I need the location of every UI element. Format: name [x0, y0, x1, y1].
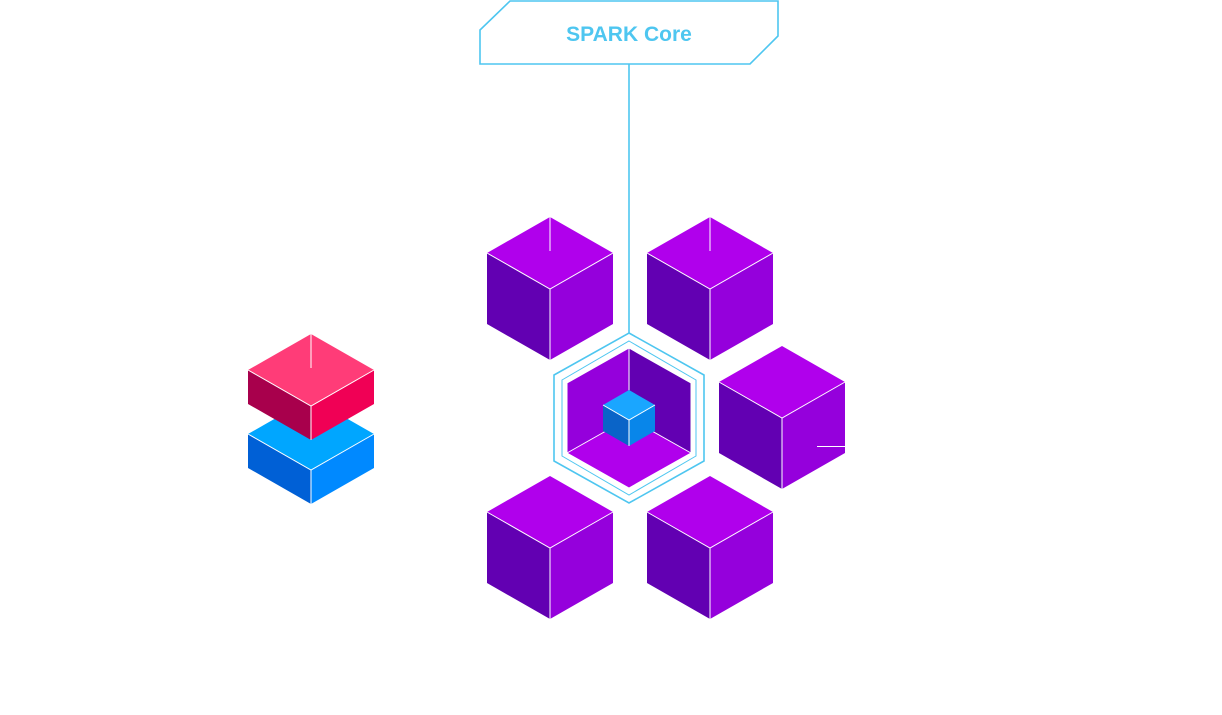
- core-label-box: SPARK Core: [479, 0, 779, 65]
- purple-cube-bottom-right-right-face: [710, 512, 773, 619]
- core-label-text: SPARK Core: [566, 23, 692, 46]
- purple-cube-right-right-face: [782, 382, 845, 489]
- purple-cube-bottom-left-left-face: [487, 512, 550, 619]
- core-inner-cube: [602, 390, 656, 446]
- pink-slab: [247, 334, 375, 440]
- purple-cube-bottom-right-left-face: [647, 512, 710, 619]
- purple-cube-bottom-right: [646, 476, 774, 619]
- core-inner-cube-left-face: [603, 405, 629, 446]
- pink-slab-right-face: [311, 370, 374, 440]
- label-frame: [479, 0, 779, 65]
- purple-cube-top-left-right-face: [550, 253, 613, 360]
- purple-cube-top-right: [646, 217, 774, 360]
- purple-cube-right-left-face: [719, 382, 782, 489]
- pink-blue-stack: [247, 334, 375, 504]
- core-inner-cube-right-face: [629, 405, 655, 446]
- purple-cube-bottom-left-right-face: [550, 512, 613, 619]
- blue-slab-right-face: [311, 434, 374, 504]
- purple-cube-bottom-left: [486, 476, 614, 619]
- purple-cube-cluster: [486, 217, 846, 619]
- purple-cube-right: [718, 346, 846, 489]
- core-hexagon: [553, 332, 705, 504]
- purple-cube-top-left: [486, 217, 614, 360]
- purple-cube-top-left-left-face: [487, 253, 550, 360]
- core-box-edge: [566, 347, 692, 489]
- purple-cube-top-right-left-face: [647, 253, 710, 360]
- purple-cube-top-right-right-face: [710, 253, 773, 360]
- pink-slab-left-face: [248, 370, 311, 440]
- blue-slab-left-face: [248, 434, 311, 504]
- core-hexagon-inner-outline: [561, 340, 697, 496]
